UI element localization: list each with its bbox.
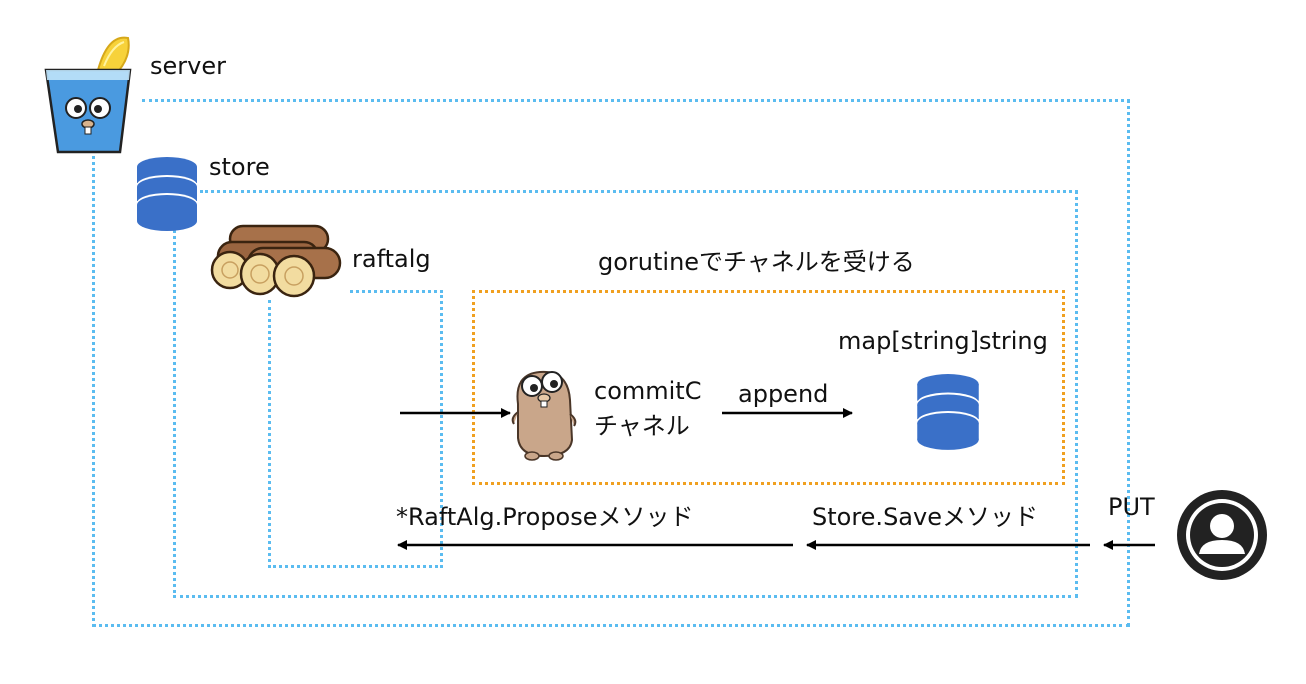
store-database-icon (137, 157, 197, 231)
gopher-icon (511, 370, 577, 461)
server-top-edge (142, 99, 1130, 102)
map-database-icon (917, 374, 979, 450)
logs-icon (210, 224, 342, 298)
propose-label: *RaftAlg.Proposeメソッド (396, 503, 694, 531)
save-label: Store.Saveメソッド (812, 503, 1038, 531)
commit-label-line2: チャネル (594, 412, 690, 440)
store-boundary (173, 190, 1078, 598)
store-label: store (209, 153, 270, 181)
commit-label-line1: commitC (594, 377, 702, 405)
gopher-in-glass-icon (44, 36, 132, 154)
raftalg-label: raftalg (352, 245, 431, 273)
goroutine-label: gorutineでチャネルを受ける (598, 248, 915, 276)
put-label: PUT (1108, 493, 1155, 521)
user-icon (1177, 490, 1267, 580)
server-label: server (150, 52, 226, 80)
server-boundary (92, 99, 1130, 627)
map-label: map[string]string (838, 327, 1048, 355)
server-left-edge (92, 150, 95, 627)
raftalg-left-edge (268, 300, 271, 568)
goroutine-boundary (472, 290, 1065, 485)
raftalg-boundary (268, 290, 443, 568)
append-label: append (738, 380, 829, 408)
raftalg-top-edge (350, 290, 443, 293)
store-top-edge (200, 190, 1078, 193)
store-left-edge (173, 225, 176, 598)
